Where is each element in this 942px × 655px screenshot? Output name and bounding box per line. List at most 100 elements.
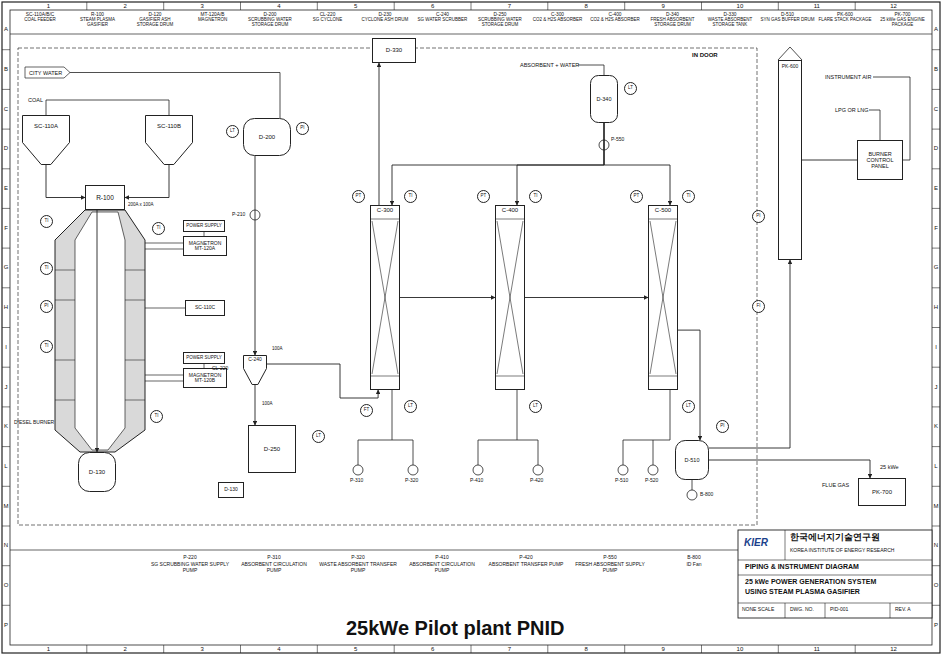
absorber-column: C-400: [495, 205, 525, 390]
grid-number: 10: [734, 646, 746, 653]
grid-letter: N: [932, 542, 940, 549]
footer-tag: P-410: [403, 555, 481, 561]
node-text: LT: [316, 434, 321, 439]
column-shell: [649, 206, 678, 390]
column-outline: [370, 205, 400, 390]
header-tag: PK-700: [876, 12, 930, 17]
node-text: MT-120B: [189, 378, 222, 384]
node-label: C-300: [377, 207, 393, 214]
power-supply-box: POWER SUPPLY: [183, 352, 225, 364]
grid-letter: M: [932, 503, 940, 510]
grid-number: 3: [196, 3, 208, 10]
column-outline: [495, 205, 525, 390]
footer-tag: P-550: [571, 555, 649, 561]
grid-number: 1: [42, 646, 54, 653]
header-tag: R-100: [71, 12, 125, 17]
node-text: D-130: [89, 469, 105, 476]
node-label: TI: [534, 194, 538, 199]
node-text: TI: [45, 219, 49, 224]
grid-letter: M: [2, 503, 10, 510]
grid-number: 12: [888, 646, 900, 653]
node-label: SC-110A: [34, 123, 58, 130]
node-text: D-340: [597, 96, 612, 102]
grid-letter: F: [932, 225, 940, 232]
grid-number: 9: [657, 646, 669, 653]
pump-symbol: [648, 465, 658, 475]
sheet-border: [10, 10, 932, 645]
node-label: D-130: [224, 487, 238, 493]
header-tag: C-300: [531, 12, 585, 17]
node-label: PI: [756, 214, 760, 219]
footer-tag: P-220: [151, 555, 229, 561]
node-label: C-500: [655, 207, 671, 214]
footer-text: WASTE ABSORBENT TRANSFER PUMP: [319, 562, 397, 573]
node-label: TI: [45, 344, 49, 349]
node-text: FT: [364, 408, 370, 413]
grid-number: 5: [350, 3, 362, 10]
node-text: TI: [45, 344, 49, 349]
title-cell: NONE SCALE: [742, 607, 774, 613]
header-text: CO2 & H2S ABSORBER: [588, 18, 642, 23]
node-text: PT: [356, 194, 362, 199]
footer-tag: P-320: [319, 555, 397, 561]
instrument-bubble: TI: [40, 262, 53, 275]
instrument-bubble: LT: [529, 400, 542, 413]
node-text: PI: [44, 304, 48, 309]
node-text: PI: [720, 424, 724, 429]
grid-number: 3: [196, 646, 208, 653]
node-text: FI: [757, 304, 761, 309]
pump-symbol: [353, 465, 363, 475]
grid-letter: L: [932, 463, 940, 470]
utility-label: LPG OR LNG: [835, 107, 869, 113]
column-outline: [648, 205, 678, 390]
storage-drum: D-250: [248, 425, 296, 473]
grid-number: 6: [427, 646, 439, 653]
header-text: 25 kWe GAS ENGINE PACKAGE: [876, 18, 930, 28]
header-text: SCRUBBING WATER STORAGE DRUM: [243, 18, 297, 28]
node-text: LT: [408, 404, 413, 409]
node-label: PT: [356, 194, 362, 199]
footer-text: FRESH ABSORBENT SUPPLY PUMP: [571, 562, 649, 573]
grid-letter: A: [2, 26, 10, 33]
grid-number: 5: [350, 646, 362, 653]
header-text: FRESH ABSORBENT STORAGE DRUM: [646, 18, 700, 28]
pump-lines: [358, 390, 692, 490]
node-text: R-100: [96, 194, 114, 201]
grid-number: 4: [273, 646, 285, 653]
offpage-connector: [25, 67, 70, 78]
node-label: TI: [157, 226, 161, 231]
node-label: PT: [481, 194, 487, 199]
pump-tag: P-410: [470, 478, 483, 484]
pipe-line: [97, 210, 98, 452]
node-text: TI: [45, 266, 49, 271]
grid-letter: H: [932, 304, 940, 311]
magnetron-box: MAGNETRONMT-120A: [183, 236, 227, 256]
packing-bed: [648, 219, 678, 376]
grid-letter: J: [2, 384, 10, 391]
node-text: PK-600: [782, 64, 799, 70]
header-tag: D-200: [243, 12, 297, 17]
node-text: LT: [628, 86, 633, 91]
node-text: BURNER CONTROL PANEL: [858, 151, 902, 169]
node-text: PK-700: [872, 489, 892, 496]
grid-letter: E: [932, 185, 940, 192]
header-text: CYCLONE ASH DRUM: [358, 18, 412, 23]
storage-tank: D-330: [372, 38, 416, 63]
pipe-size: 100A: [272, 347, 283, 352]
grid-number: 6: [427, 3, 439, 10]
pipe-size: 100A: [262, 402, 273, 407]
node-label: LT: [628, 86, 633, 91]
grid-letter: G: [932, 264, 940, 271]
title-cell: DWG. NO.: [790, 607, 814, 613]
indoor-boundary: [18, 48, 757, 525]
header-text: GASIFIER ASH STORAGE DRUM: [128, 18, 182, 28]
hopper-outline: [22, 115, 70, 165]
grid-letter: I: [2, 344, 10, 351]
gasifier-shell: [55, 210, 145, 452]
stream-label: FLUE GAS: [822, 482, 849, 488]
instrument-bubble: PT: [630, 190, 643, 203]
grid-letter: B: [2, 66, 10, 73]
feed-label: ABSORBENT + WATER: [520, 62, 579, 68]
pump-symbol: [408, 465, 418, 475]
